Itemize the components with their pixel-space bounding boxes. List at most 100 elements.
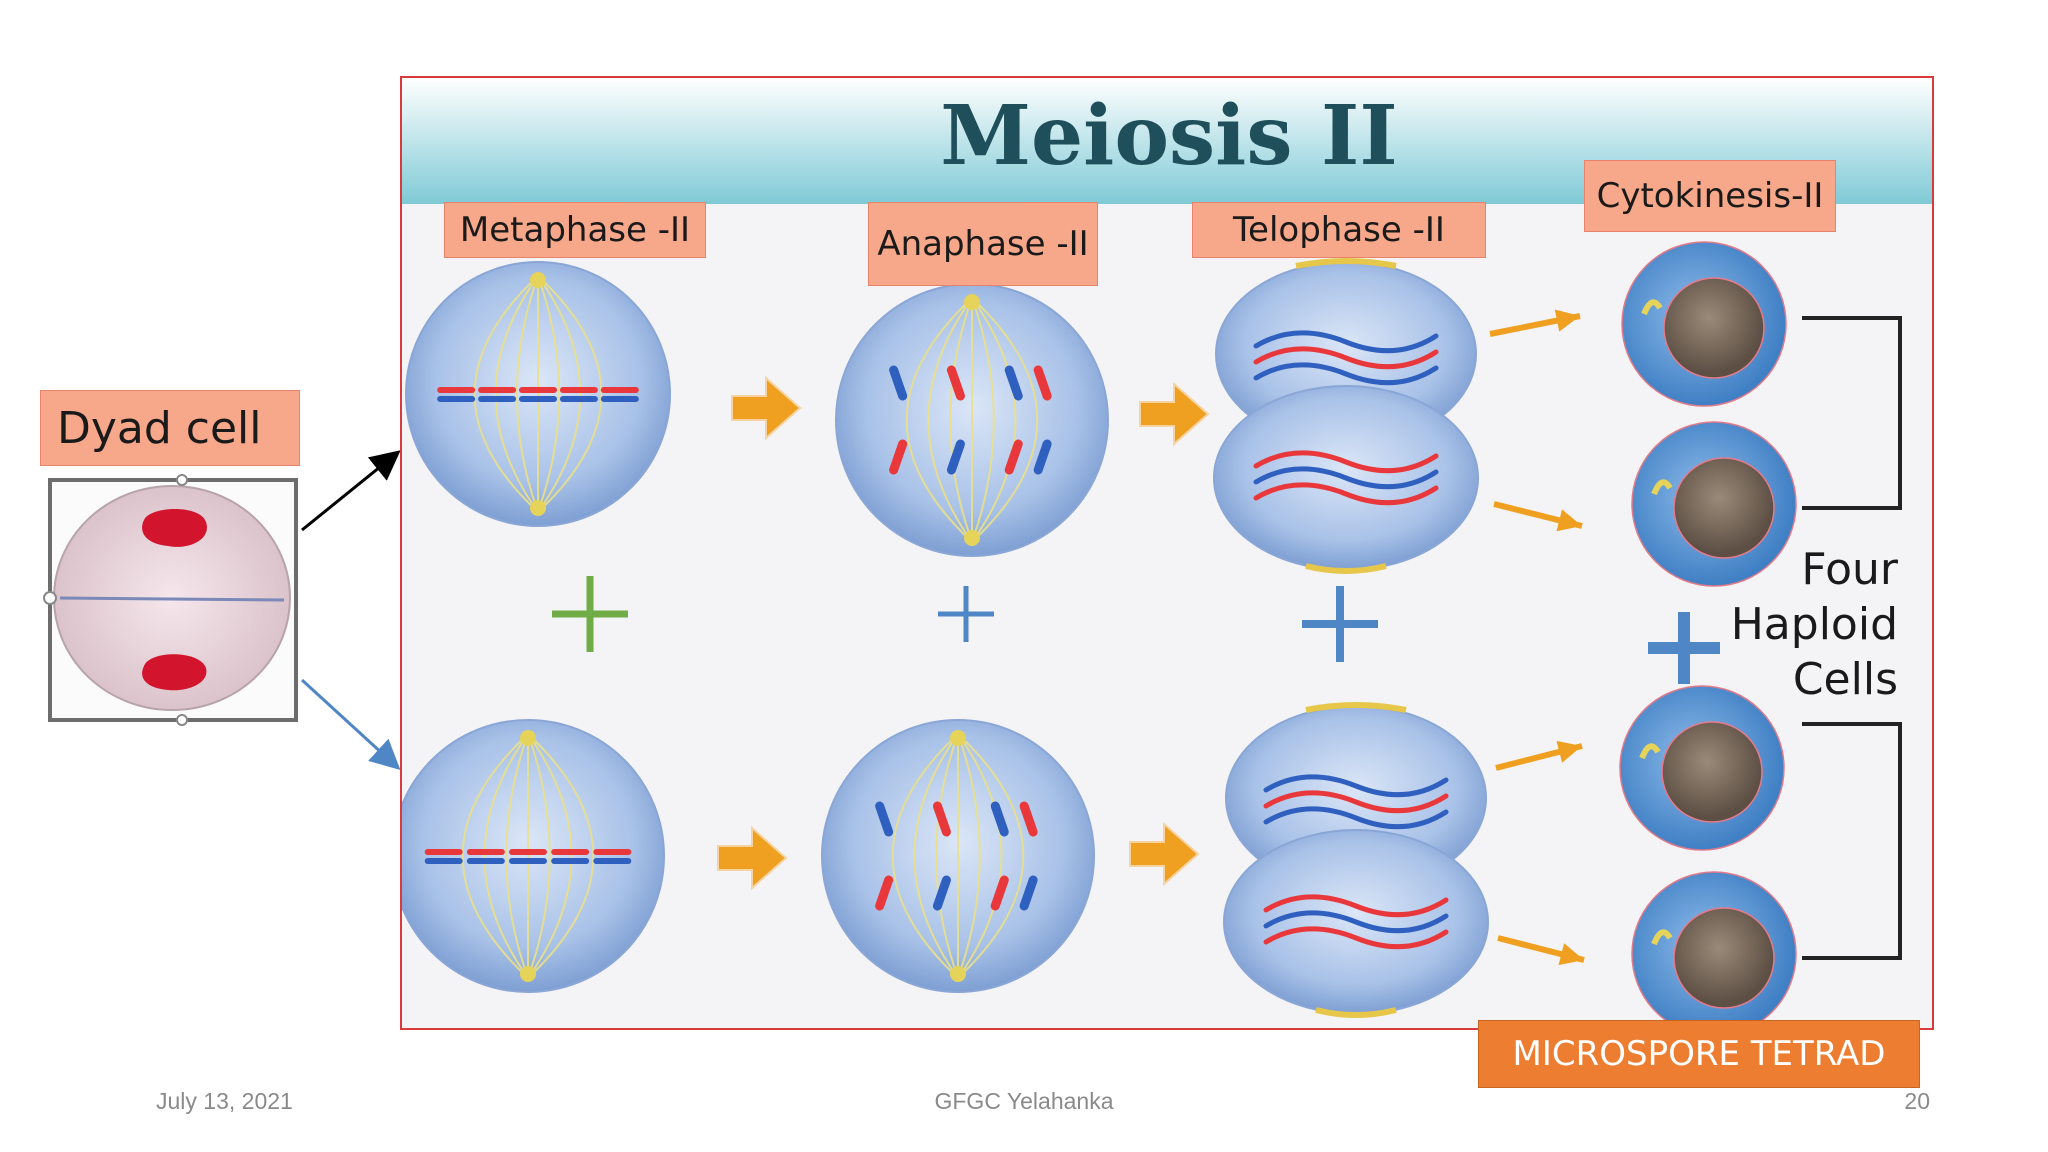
nucleus xyxy=(1673,457,1775,559)
nucleus xyxy=(1673,907,1775,1009)
dyad-cell-label: Dyad cell xyxy=(40,390,300,466)
arrow-to-daughter-3-head xyxy=(1556,740,1582,763)
spindle-fiber xyxy=(527,733,595,979)
chromosome xyxy=(1263,774,1449,798)
centrosome xyxy=(1639,743,1661,760)
spindle-fiber xyxy=(971,297,1017,543)
spindle-fiber xyxy=(537,275,561,513)
spindle-fiber xyxy=(527,733,573,979)
chromatid xyxy=(875,875,894,911)
result-line-2: Haploid xyxy=(1730,599,1898,650)
chromatid xyxy=(1004,365,1023,401)
chromatid xyxy=(932,801,951,837)
centrosome xyxy=(1641,299,1663,316)
spindle-fiber xyxy=(483,733,529,979)
figure-title: Meiosis II xyxy=(940,88,1398,184)
centrosome xyxy=(1651,929,1673,946)
chromosome xyxy=(1263,894,1449,918)
nucleus xyxy=(1661,721,1763,823)
arrow-to-daughter-1-head xyxy=(1554,309,1580,332)
chromosome xyxy=(1263,790,1449,814)
chromosome xyxy=(1253,450,1439,474)
meiosis-ii-figure: Meiosis II Metaphase -II Anaphase -II Te… xyxy=(400,76,1934,1030)
spindle-fiber xyxy=(971,297,1039,543)
chromatid xyxy=(1033,439,1052,475)
chromatid xyxy=(875,801,894,837)
spindle-fiber xyxy=(527,733,551,979)
chromatid xyxy=(990,875,1009,911)
chromatid xyxy=(1033,365,1052,401)
arrow-to-top-row xyxy=(301,450,401,532)
centrosome xyxy=(1651,479,1673,496)
arrow-ana-telo-bottom xyxy=(1129,821,1200,887)
dyad-cell-image xyxy=(43,474,298,726)
centrosome xyxy=(1315,1007,1397,1018)
stage-label-telophase: Telophase -II xyxy=(1192,202,1486,258)
microspore-tetrad-text: MICROSPORE TETRAD xyxy=(1512,1034,1886,1074)
chromatid xyxy=(932,875,951,911)
centrosome xyxy=(520,966,536,982)
chromosome xyxy=(1253,466,1439,490)
chromosome xyxy=(1263,910,1449,934)
chromatid xyxy=(889,439,908,475)
chromatid xyxy=(1004,439,1023,475)
footer-page-number: 20 xyxy=(1904,1088,1930,1114)
arrow-to-bottom-row xyxy=(300,678,401,771)
spindle-fiber xyxy=(891,733,959,979)
arrow-to-daughter-4-head xyxy=(1558,943,1584,966)
centrosome xyxy=(964,530,980,546)
spindle-fiber xyxy=(957,733,981,979)
centrosome xyxy=(1305,702,1407,713)
arrow-meta-ana-top xyxy=(731,375,802,441)
spindle-fiber xyxy=(494,275,539,513)
footer-date: July 13, 2021 xyxy=(156,1088,293,1114)
chromosome xyxy=(1253,482,1439,506)
chromosome xyxy=(1253,346,1439,370)
chromatid xyxy=(1019,875,1038,911)
chromatid xyxy=(1019,801,1038,837)
arrow-ana-telo-top xyxy=(1139,381,1210,447)
result-line-1: Four xyxy=(1801,544,1898,595)
spindle-fiber xyxy=(473,275,539,513)
centrosome xyxy=(1295,258,1397,269)
result-line-3: Cells xyxy=(1792,654,1898,705)
footer-center: GFGC Yelahanka xyxy=(934,1088,1114,1114)
chromosome xyxy=(1253,330,1439,354)
centrosome xyxy=(530,272,546,288)
spindle-fiber xyxy=(927,297,973,543)
spindle-fiber xyxy=(971,297,995,543)
stage-label-metaphase: Metaphase -II xyxy=(444,202,706,258)
dyad-arrows xyxy=(300,450,401,771)
centrosome xyxy=(964,294,980,310)
arrow-meta-ana-bottom xyxy=(717,825,788,891)
stage-label-cytokinesis: Cytokinesis-II xyxy=(1584,160,1836,232)
spindle-fiber xyxy=(935,733,959,979)
centrosome xyxy=(530,500,546,516)
spindle-fiber xyxy=(957,733,1025,979)
metaphase-cell-2 xyxy=(402,719,665,993)
nucleus xyxy=(1663,277,1765,379)
chromatid xyxy=(946,365,965,401)
chromosome xyxy=(1263,806,1449,830)
dyad-cell-text: Dyad cell xyxy=(57,402,262,454)
four-haploid-cells-label: Four Haploid Cells xyxy=(1731,542,1898,707)
microspore-tetrad-label: MICROSPORE TETRAD xyxy=(1478,1020,1920,1088)
centrosome xyxy=(520,730,536,746)
spindle-fiber xyxy=(949,297,973,543)
spindle-fiber xyxy=(905,297,973,543)
spindle-fiber xyxy=(461,733,529,979)
arrow-to-daughter-2-head xyxy=(1556,509,1582,532)
centrosome xyxy=(950,730,966,746)
chromosome xyxy=(1253,362,1439,386)
chromosome xyxy=(1263,926,1449,950)
chromatid xyxy=(889,365,908,401)
centrosome xyxy=(1305,563,1387,574)
spindle-fiber xyxy=(537,275,603,513)
spindle-fiber xyxy=(515,275,539,513)
stage-label-anaphase: Anaphase -II xyxy=(868,202,1098,286)
spindle-fiber xyxy=(957,733,1003,979)
spindle-fiber xyxy=(537,275,582,513)
spindle-fiber xyxy=(913,733,959,979)
chromatid xyxy=(990,801,1009,837)
spindle-fiber xyxy=(505,733,529,979)
